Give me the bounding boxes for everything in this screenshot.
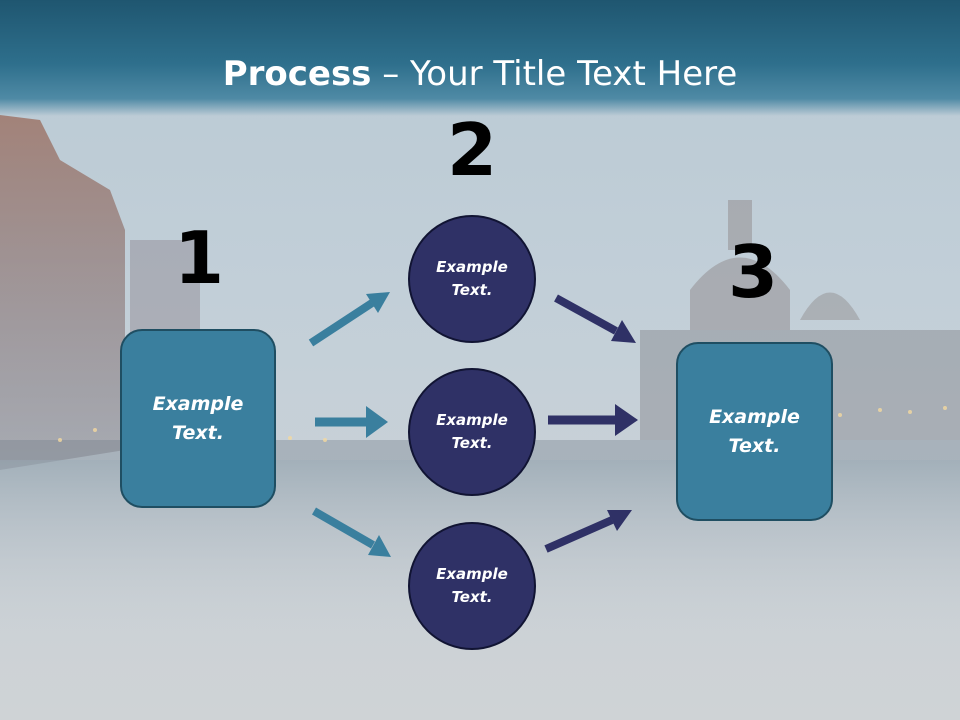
arrow-right-up: [544, 510, 632, 553]
arrow-left-middle: [315, 406, 388, 438]
title-bold: Process: [222, 54, 372, 94]
step-3-box-line1: Example: [709, 405, 800, 428]
step-1-box: Example Text.: [120, 329, 276, 508]
circle-top-line1: Example: [436, 258, 508, 276]
title-bar: [0, 0, 960, 116]
arrow-right-down: [554, 294, 636, 343]
dome-shape: [690, 257, 790, 330]
step-number-3: 3: [727, 230, 779, 314]
arrow-left-down: [312, 507, 391, 557]
circle-middle-line2: Text.: [451, 434, 493, 452]
tower-shape: [728, 200, 752, 250]
arrow-left-up: [308, 292, 390, 347]
step-1-box-line2: Text.: [172, 421, 224, 444]
circle-middle-line1: Example: [436, 411, 508, 429]
city-lights: [58, 406, 947, 442]
step-2-circle-middle: Example Text.: [408, 368, 536, 496]
step-number-2: 2: [446, 108, 498, 192]
step-number-1: 1: [173, 216, 225, 300]
slide-title: Process – Your Title Text Here: [0, 52, 960, 96]
step-2-circle-bottom: Example Text.: [408, 522, 536, 650]
title-rest: – Your Title Text Here: [371, 54, 738, 94]
step-3-box: Example Text.: [676, 342, 833, 521]
arrow-right-middle: [548, 404, 638, 436]
circle-bottom-line2: Text.: [451, 588, 493, 606]
circle-bottom-line1: Example: [436, 565, 508, 583]
small-dome-shape: [800, 292, 860, 320]
circle-top-line2: Text.: [451, 281, 493, 299]
step-3-box-line2: Text.: [728, 434, 781, 457]
step-2-circle-top: Example Text.: [408, 215, 536, 343]
left-building-shape: [0, 115, 125, 470]
step-1-box-line1: Example: [152, 392, 244, 415]
